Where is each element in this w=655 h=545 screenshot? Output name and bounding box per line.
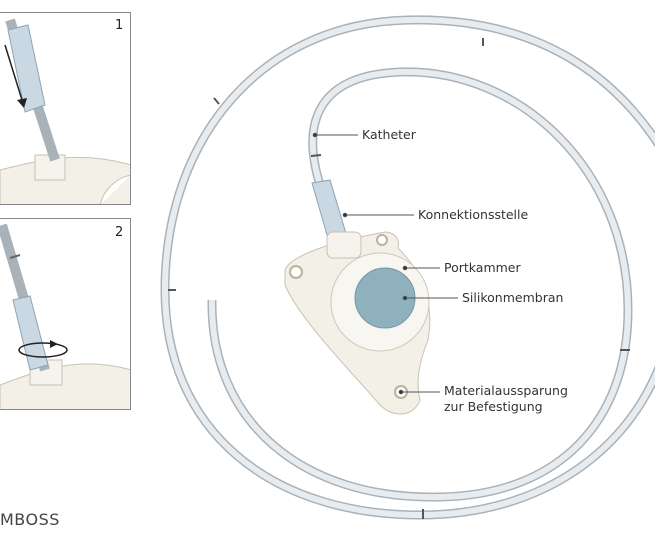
brand-watermark: MBOSS [0,510,60,529]
catheter-markings [168,38,630,519]
catheter-loop [160,15,655,520]
label-silikonmembran: Silikonmembran [462,290,564,305]
step-1-number: 1 [115,18,124,33]
label-konnektionsstelle: Konnektionsstelle [418,207,529,222]
label-portkammer: Portkammer [444,260,521,275]
step-1-illustration [0,18,131,205]
label-katheter: Katheter [362,127,416,142]
label-zur-befestigung: zur Befestigung [444,399,543,414]
step-2-number: 2 [115,225,124,240]
step-1-panel [0,12,131,205]
step-2-illustration [0,223,131,410]
port-chamber [284,231,431,415]
leader-lines [312,132,458,395]
label-materialaussparung: Materialaussparung [444,383,568,398]
step-2-panel [0,218,131,410]
